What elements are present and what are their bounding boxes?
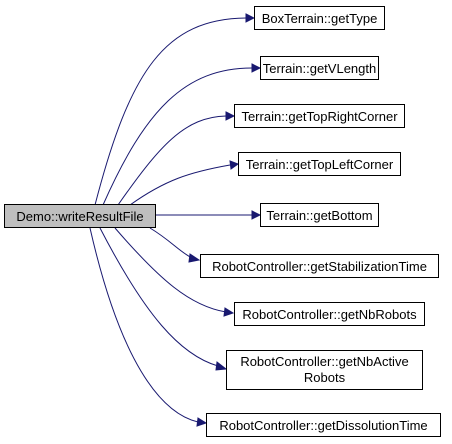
call-edge [155, 210, 262, 220]
call-edge [117, 111, 236, 206]
call-edge [89, 227, 208, 427]
callee-node-label: Terrain::getTopLeftCorner [246, 157, 394, 172]
call-edges [89, 13, 262, 427]
call-edge-arrowhead [188, 253, 201, 263]
callee-node-terrain-get-top-right-corner[interactable]: Terrain::getTopRightCorner [234, 104, 405, 128]
callee-node-label-line-2: Robots [304, 370, 346, 385]
call-edge-arrowhead [245, 13, 256, 23]
callee-node-label: RobotController::getNbRobots [242, 307, 417, 322]
callee-node-box-terrain-get-type[interactable]: BoxTerrain::getType [254, 6, 385, 30]
call-edge-arrowhead [225, 111, 236, 121]
call-edge [149, 227, 201, 263]
callee-node-terrain-get-bottom[interactable]: Terrain::getBottom [260, 203, 379, 227]
callee-node-label: BoxTerrain::getType [262, 11, 378, 26]
callee-node-robot-controller-get-stabilization-time[interactable]: RobotController::getStabilizationTime [200, 254, 439, 278]
callee-node-terrain-get-vlength[interactable]: Terrain::getVLength [260, 56, 379, 80]
call-edge-line [102, 67, 253, 206]
callee-node-robot-controller-get-dissolution-time[interactable]: RobotController::getDissolutionTime [206, 413, 441, 437]
call-edge-arrowhead [229, 160, 240, 170]
callee-node-label: RobotController::getStabilizationTime [212, 259, 427, 274]
call-edge [102, 63, 262, 206]
callee-node-label: Terrain::getTopRightCorner [241, 109, 398, 124]
call-edge-arrowhead [196, 417, 208, 427]
call-edge [129, 160, 240, 206]
call-edge-line [149, 227, 193, 259]
callee-node-label: RobotController::getDissolutionTime [219, 418, 427, 433]
call-edge-line [129, 164, 231, 206]
callee-node-label: RobotController::getNbActive [240, 354, 408, 369]
call-edge-arrowhead [251, 210, 262, 220]
call-edge-line [89, 227, 199, 423]
callee-node-label: Terrain::getBottom [266, 208, 372, 223]
call-edge-arrowhead [223, 307, 235, 317]
call-edge-line [99, 227, 219, 367]
callee-node-robot-controller-get-nb-robots[interactable]: RobotController::getNbRobots [234, 302, 425, 326]
call-edge [94, 13, 256, 206]
call-edge [114, 227, 235, 317]
call-edge-line [117, 115, 227, 206]
root-node[interactable]: Demo::writeResultFile [4, 204, 156, 228]
call-edge-arrowhead [215, 361, 228, 371]
call-edge-line [94, 17, 247, 206]
call-edge-line [114, 227, 227, 313]
root-node-label: Demo::writeResultFile [16, 209, 143, 224]
call-edge-arrowhead [251, 63, 262, 73]
call-edge [99, 227, 228, 371]
callee-node-terrain-get-top-left-corner[interactable]: Terrain::getTopLeftCorner [238, 152, 401, 176]
callee-node-robot-controller-get-nb-active-robots[interactable]: RobotController::getNbActive Robots [226, 350, 423, 390]
callee-node-label: Terrain::getVLength [263, 61, 376, 76]
